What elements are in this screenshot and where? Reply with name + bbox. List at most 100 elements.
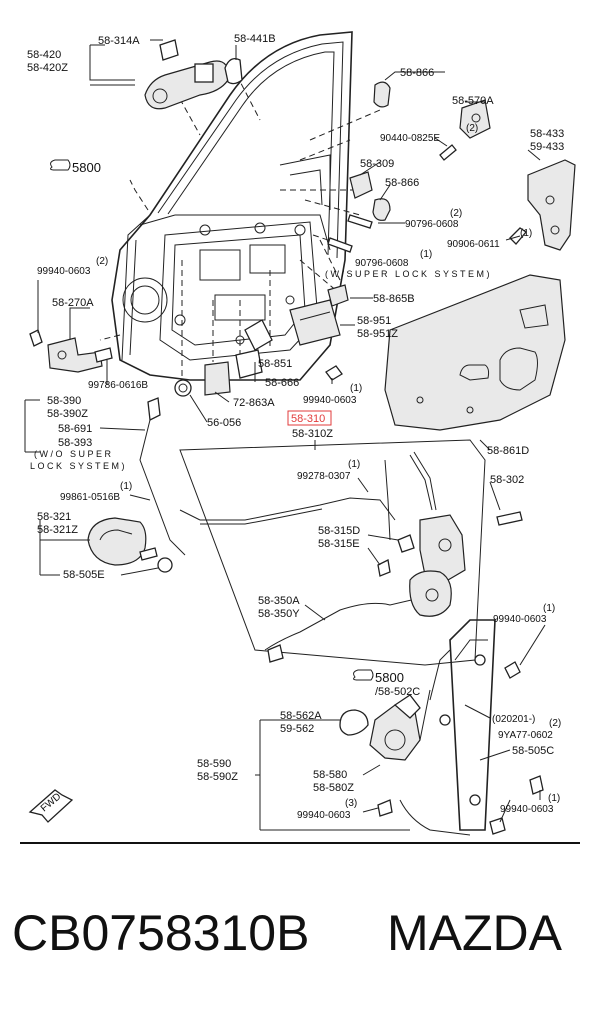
label-58-502C: /58-502C — [375, 686, 420, 698]
label-99940-0603-a: 99940-0603 — [37, 266, 91, 277]
label-020201: (020201-) — [492, 714, 535, 725]
label-w-super-lock-system: (W/SUPER LOCK SYSTEM) — [325, 269, 492, 279]
rod-clips-58-315 — [377, 534, 415, 577]
label-72-863A: 72-863A — [233, 397, 275, 409]
qty-2-c: (2) — [96, 256, 108, 267]
label-9YA77-0602: 9YA77-0602 — [498, 730, 553, 741]
label-58-390Z: 58-390Z — [47, 408, 88, 420]
label-99786-0616B: 99786-0616B — [88, 380, 148, 391]
clip-58-866-mid — [372, 198, 391, 221]
qty-1-d: (1) — [348, 459, 360, 470]
door-frame — [111, 31, 353, 381]
label-58-861D: 58-861D — [487, 445, 529, 457]
leader-lines — [24, 39, 546, 831]
label-58-302: 58-302 — [490, 474, 524, 486]
grommet-56-056 — [174, 379, 192, 397]
label-58-350Y: 58-350Y — [258, 608, 300, 620]
label-58-580: 58-580 — [313, 769, 347, 781]
label-58-321: 58-321 — [37, 511, 71, 523]
label-58-951: 58-951 — [357, 315, 391, 327]
label-99940-0603-c: 99940-0603 — [493, 614, 547, 625]
part-number: CB0758310B — [12, 905, 310, 961]
qty-1-b: (1) — [420, 249, 432, 260]
striker-58-570A — [459, 99, 491, 139]
clip-58-866-top — [373, 81, 391, 108]
label-wo-super-line1: (W/O SUPER — [34, 449, 114, 459]
label-58-866-mid: 58-866 — [385, 177, 419, 189]
label-59-562: 59-562 — [280, 723, 314, 735]
qty-1-e: (1) — [120, 481, 132, 492]
label-58-851: 58-851 — [258, 358, 292, 370]
label-5800-bottom: 5800 — [375, 670, 404, 685]
nut-99940-b — [325, 365, 343, 381]
label-56-056: 56-056 — [207, 417, 241, 429]
label-58-314A: 58-314A — [98, 35, 140, 47]
label-58-420Z: 58-420Z — [27, 62, 68, 74]
latch-58-310 — [267, 514, 466, 663]
label-58-315E: 58-315E — [318, 538, 360, 550]
label-58-420: 58-420 — [27, 49, 61, 61]
label-99861-0516B: 99861-0516B — [60, 492, 120, 503]
label-58-865B: 58-865B — [373, 293, 415, 305]
label-90906-0611: 90906-0611 — [447, 239, 500, 250]
label-58-951Z: 58-951Z — [357, 328, 398, 340]
lock-rod-58-390 — [139, 397, 186, 556]
screw-58-302 — [496, 511, 523, 526]
label-58-321Z: 58-321Z — [37, 524, 78, 536]
label-90796-0608-b: 90796-0608 — [355, 258, 409, 269]
label-58-310Z: 58-310Z — [292, 428, 333, 440]
bolts-90796 — [327, 214, 373, 253]
reference-arrow-5800-top — [50, 159, 71, 171]
label-99940-0603-e: 99940-0603 — [297, 810, 351, 821]
label-58-580Z: 58-580Z — [313, 782, 354, 794]
brand-name: MAZDA — [387, 905, 562, 961]
qty-2-b: (2) — [450, 208, 462, 219]
label-58-691: 58-691 — [58, 423, 92, 435]
label-58-310-highlighted: 58-310 — [291, 413, 325, 425]
label-58-441B: 58-441B — [234, 33, 276, 45]
plate-72-863A — [204, 361, 231, 396]
door-trim-58-861D — [384, 274, 566, 431]
cover-58-851 — [244, 319, 273, 351]
qty-3: (3) — [345, 798, 357, 809]
check-link-58-433 — [509, 159, 576, 251]
nuts-99940-regulator — [377, 661, 544, 835]
label-58-393: 58-393 — [58, 437, 92, 449]
label-58-866-top: 58-866 — [400, 67, 434, 79]
label-58-505C: 58-505C — [512, 745, 554, 757]
part-footer: CB0758310B MAZDA — [0, 893, 600, 983]
inner-handle-58-321 — [87, 517, 173, 573]
label-5800-top: 5800 — [72, 160, 101, 175]
label-wo-super-line2: LOCK SYSTEM) — [30, 461, 127, 471]
reference-arrow-5800-bottom — [353, 669, 374, 681]
qty-2-d: (2) — [549, 718, 561, 729]
hinge-58-270A — [29, 329, 113, 373]
label-58-270A: 58-270A — [52, 297, 94, 309]
clip-58-309 — [349, 171, 373, 199]
qty-2-a: (2) — [466, 123, 478, 134]
label-58-433: 58-433 — [530, 128, 564, 140]
label-58-390: 58-390 — [47, 395, 81, 407]
qty-1-f: (1) — [543, 603, 555, 614]
qty-1-a: (1) — [520, 228, 532, 239]
window-regulator-58-590 — [399, 619, 496, 836]
latch-rods — [179, 451, 437, 651]
outer-door-handle — [144, 39, 243, 110]
motor-58-580 — [369, 694, 421, 761]
fwd-arrow-icon — [28, 789, 74, 823]
label-58-590Z: 58-590Z — [197, 771, 238, 783]
dashed-leaders — [99, 65, 381, 380]
label-99278-0307: 99278-0307 — [297, 471, 351, 482]
cap-58-562A — [339, 709, 369, 736]
actuator-58-951 — [289, 299, 341, 346]
label-90796-0608-a: 90796-0608 — [405, 219, 459, 230]
qty-1-g: (1) — [548, 793, 560, 804]
label-58-562A: 58-562A — [280, 710, 322, 722]
screw-90440 — [439, 144, 457, 161]
highlight-box — [287, 410, 332, 426]
label-99940-0603-b: 99940-0603 — [303, 395, 357, 406]
label-58-590: 58-590 — [197, 758, 231, 770]
label-99940-0603-d: 99940-0603 — [500, 804, 554, 815]
label-58-570A: 58-570A — [452, 95, 494, 107]
